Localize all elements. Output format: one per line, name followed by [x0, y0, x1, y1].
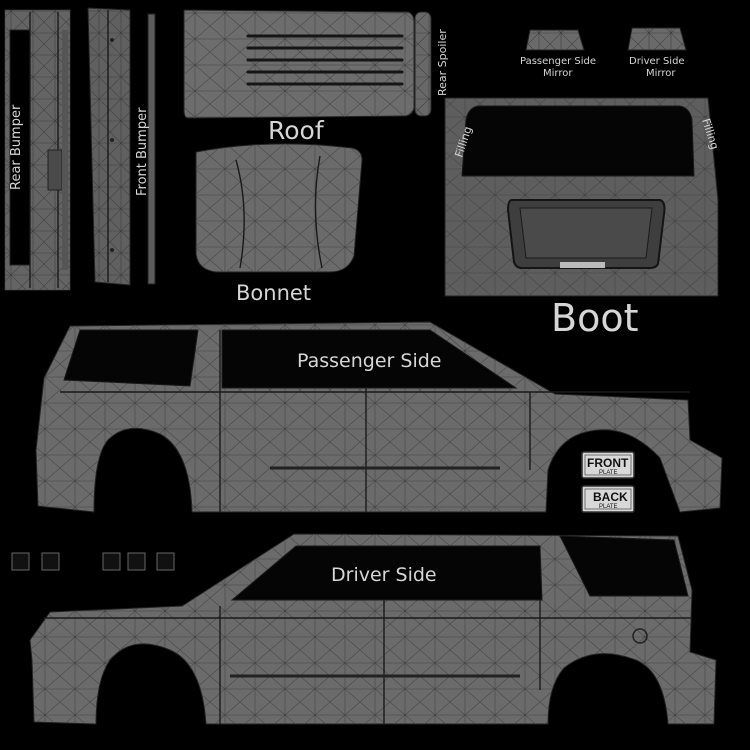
rear-spoiler-label: Rear Spoiler — [436, 29, 449, 96]
driver-mirror-label-line1: Driver Side — [629, 56, 685, 67]
bonnet-panel — [195, 143, 363, 273]
boot-panel — [444, 97, 719, 297]
passenger-side-panel — [35, 321, 723, 513]
passenger-side-label: Passenger Side — [297, 350, 441, 372]
passenger-mirror-panel — [525, 29, 585, 51]
back-plate — [581, 485, 635, 513]
front-bumper-label: Front Bumper — [135, 107, 150, 196]
driver-mirror-panel — [627, 27, 687, 51]
bonnet-label: Bonnet — [236, 281, 311, 305]
small-swatch-group — [11, 552, 175, 571]
back-plate-subtext: PLATE — [599, 504, 618, 510]
driver-side-label: Driver Side — [331, 564, 437, 586]
rear-bumper-label: Rear Bumper — [9, 104, 24, 190]
front-plate-subtext: PLATE — [599, 470, 618, 476]
passenger-mirror-label-line2: Mirror — [543, 68, 573, 79]
roof-label: Roof — [268, 116, 325, 145]
rear-spoiler-panel — [414, 11, 432, 117]
front-bumper-panel — [87, 7, 156, 286]
passenger-mirror-label-line1: Passenger Side — [520, 56, 596, 67]
front-plate — [581, 451, 635, 479]
front-plate-text: FRONT — [587, 456, 629, 470]
back-plate-text: BACK — [593, 490, 628, 504]
driver-mirror-label-line2: Mirror — [646, 68, 676, 79]
driver-side-panel — [29, 533, 717, 725]
rear-bumper-panel — [4, 9, 71, 291]
roof-panel — [183, 9, 415, 119]
boot-label: Boot — [551, 296, 638, 340]
